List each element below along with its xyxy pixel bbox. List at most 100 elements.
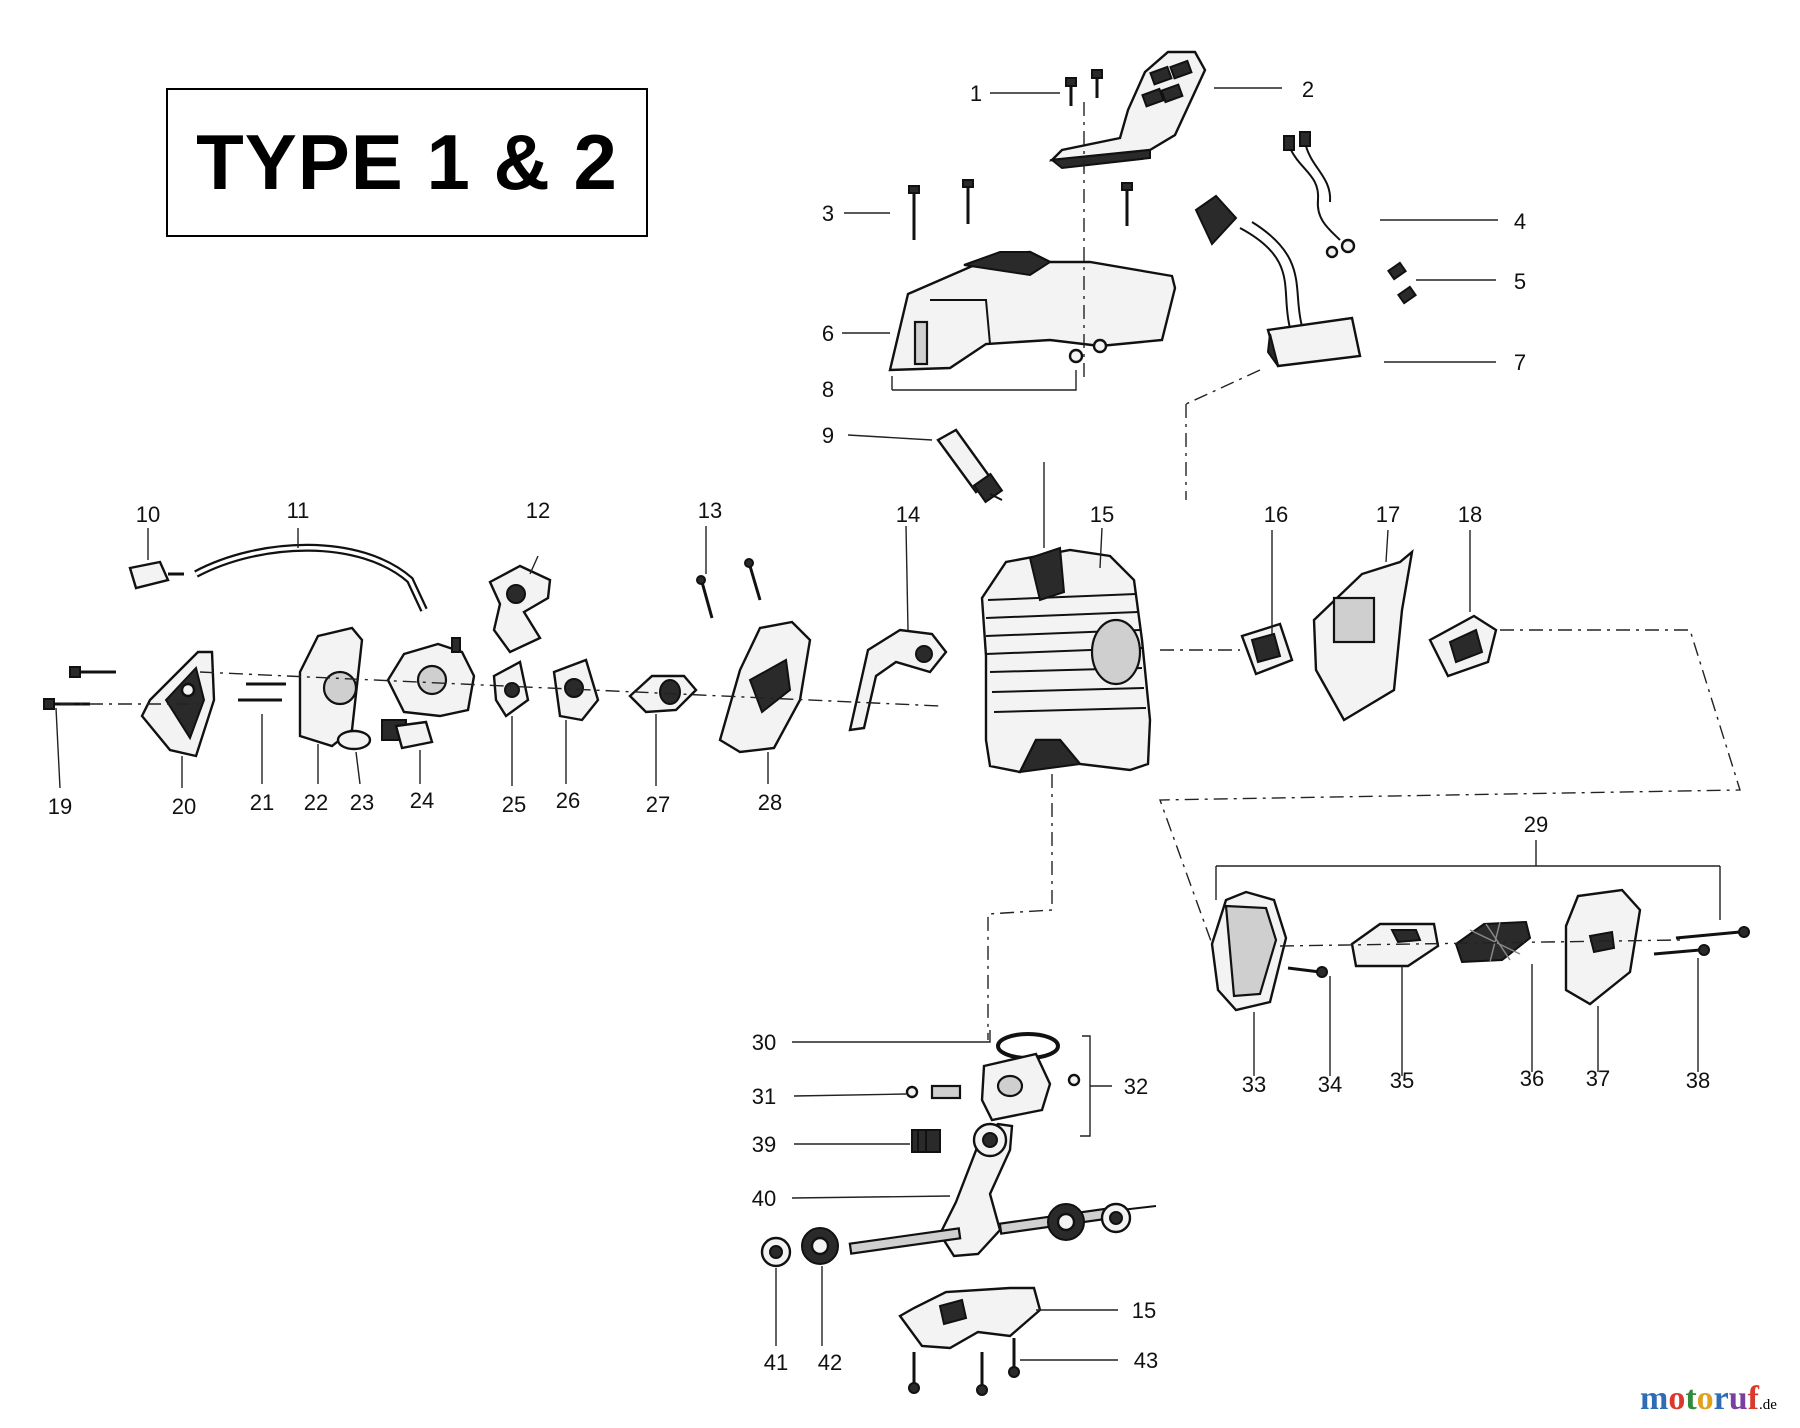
callout-29: 29 — [1524, 812, 1548, 837]
callout-15-crankcase: 15 — [1132, 1298, 1156, 1323]
axis-intake-row — [60, 671, 941, 707]
callout-34: 34 — [1318, 1072, 1342, 1097]
bearing-part-42 — [801, 1203, 1085, 1265]
callout-15: 15 — [1090, 502, 1114, 527]
cap-part-23 — [336, 729, 372, 751]
watermark-letter: f — [1747, 1380, 1759, 1417]
watermark-suffix: .de — [1759, 1397, 1777, 1413]
callout-7: 7 — [1514, 350, 1526, 375]
wire-part-4 — [1283, 131, 1356, 259]
callout-5: 5 — [1514, 269, 1526, 294]
callout-39: 39 — [752, 1132, 776, 1157]
carburetor-part-24 — [381, 637, 476, 750]
spark-plug-part-9 — [936, 428, 1004, 504]
watermark-letter: o — [1668, 1380, 1686, 1417]
screen-part-36 — [1454, 920, 1532, 964]
callout-41: 41 — [764, 1350, 788, 1375]
callout-30: 30 — [752, 1030, 776, 1055]
callout-31: 31 — [752, 1084, 776, 1109]
watermark-letter: m — [1640, 1380, 1669, 1417]
callout-14: 14 — [896, 502, 920, 527]
callout-22: 22 — [304, 790, 328, 815]
lever-part-14 — [848, 628, 948, 732]
diagram-title: TYPE 1 & 2 — [196, 118, 618, 206]
bolt-part-5 — [1387, 261, 1417, 305]
axis-crank — [987, 774, 1053, 1040]
bolt-part-38 — [1653, 926, 1750, 956]
watermark-text: motoruf — [1640, 1380, 1759, 1417]
callout-33: 33 — [1242, 1072, 1266, 1097]
callout-21: 21 — [250, 790, 274, 815]
muffler-body-part-33 — [1210, 890, 1288, 1012]
callout-19: 19 — [48, 794, 72, 819]
screw-part-1 — [1065, 69, 1103, 106]
callout-37: 37 — [1586, 1066, 1610, 1091]
callout-10: 10 — [136, 502, 160, 527]
nut-part-8 — [1068, 338, 1108, 364]
screw-part-19 — [43, 666, 116, 710]
screw-part-43 — [908, 1338, 1020, 1396]
callout-labels: 1 2 3 4 5 6 7 8 9 10 11 12 13 14 15 16 1… — [48, 77, 1710, 1375]
callout-32: 32 — [1124, 1074, 1148, 1099]
watermark-letter: o — [1696, 1380, 1714, 1417]
callout-26: 26 — [556, 788, 580, 813]
cover-part-6 — [888, 250, 1177, 372]
shield-part-17 — [1312, 548, 1414, 722]
callout-2: 2 — [1302, 77, 1314, 102]
callout-18: 18 — [1458, 502, 1482, 527]
callout-12: 12 — [526, 498, 550, 523]
baffle-part-35 — [1350, 922, 1440, 968]
screw-part-3 — [908, 179, 1133, 240]
fuel-line-part-11 — [194, 543, 428, 612]
watermark-logo: motoruf.de — [1640, 1380, 1777, 1418]
callout-3: 3 — [822, 201, 834, 226]
callout-11: 11 — [287, 498, 310, 523]
screw-part-34 — [1287, 966, 1328, 978]
callout-42: 42 — [818, 1350, 842, 1375]
axis-muffler — [1279, 939, 1681, 947]
watermark-letter: u — [1728, 1380, 1748, 1417]
watermark-letter: t — [1685, 1380, 1697, 1417]
gasket-part-25 — [492, 660, 530, 718]
callout-35: 35 — [1390, 1068, 1414, 1093]
callout-1: 1 — [970, 81, 982, 106]
gasket-part-16 — [1240, 622, 1294, 676]
callout-17: 17 — [1376, 502, 1400, 527]
muffler-cover-part-37 — [1564, 888, 1642, 1006]
mount-part-28 — [718, 620, 812, 754]
cylinder-part-15 — [980, 546, 1152, 774]
callout-4: 4 — [1514, 209, 1526, 234]
piston-part-32 — [980, 1052, 1052, 1122]
watermark-letter: r — [1713, 1380, 1729, 1417]
crankcase-part-15b — [898, 1286, 1042, 1350]
rod-part-21 — [238, 682, 286, 702]
axis-exhaust-right — [1159, 629, 1741, 945]
screw-part-13 — [696, 558, 762, 619]
piston-ring-part-30 — [996, 1032, 1060, 1060]
callout-9: 9 — [822, 423, 834, 448]
axis-ignition — [1185, 369, 1261, 405]
ignition-module-part-7 — [1194, 194, 1362, 368]
callout-36: 36 — [1520, 1066, 1544, 1091]
gasket-part-18 — [1428, 614, 1498, 678]
callout-28: 28 — [758, 790, 782, 815]
seal-part-41 — [760, 1202, 1132, 1268]
callout-38: 38 — [1686, 1068, 1710, 1093]
callout-23: 23 — [350, 790, 374, 815]
fuel-filter-part-10 — [128, 560, 184, 590]
callout-16: 16 — [1264, 502, 1288, 527]
callout-24: 24 — [410, 788, 434, 813]
intake-boot-part-27 — [628, 674, 698, 714]
leader-lines — [55, 87, 1721, 1361]
callout-27: 27 — [646, 792, 670, 817]
callout-25: 25 — [502, 792, 526, 817]
callout-40: 40 — [752, 1186, 776, 1211]
pin-part-31 — [905, 1073, 1081, 1100]
title-box: TYPE 1 & 2 — [166, 88, 648, 237]
callout-8: 8 — [822, 377, 834, 402]
bearing-part-39 — [911, 1129, 941, 1153]
plate-part-22 — [298, 626, 364, 748]
callout-43: 43 — [1134, 1348, 1158, 1373]
